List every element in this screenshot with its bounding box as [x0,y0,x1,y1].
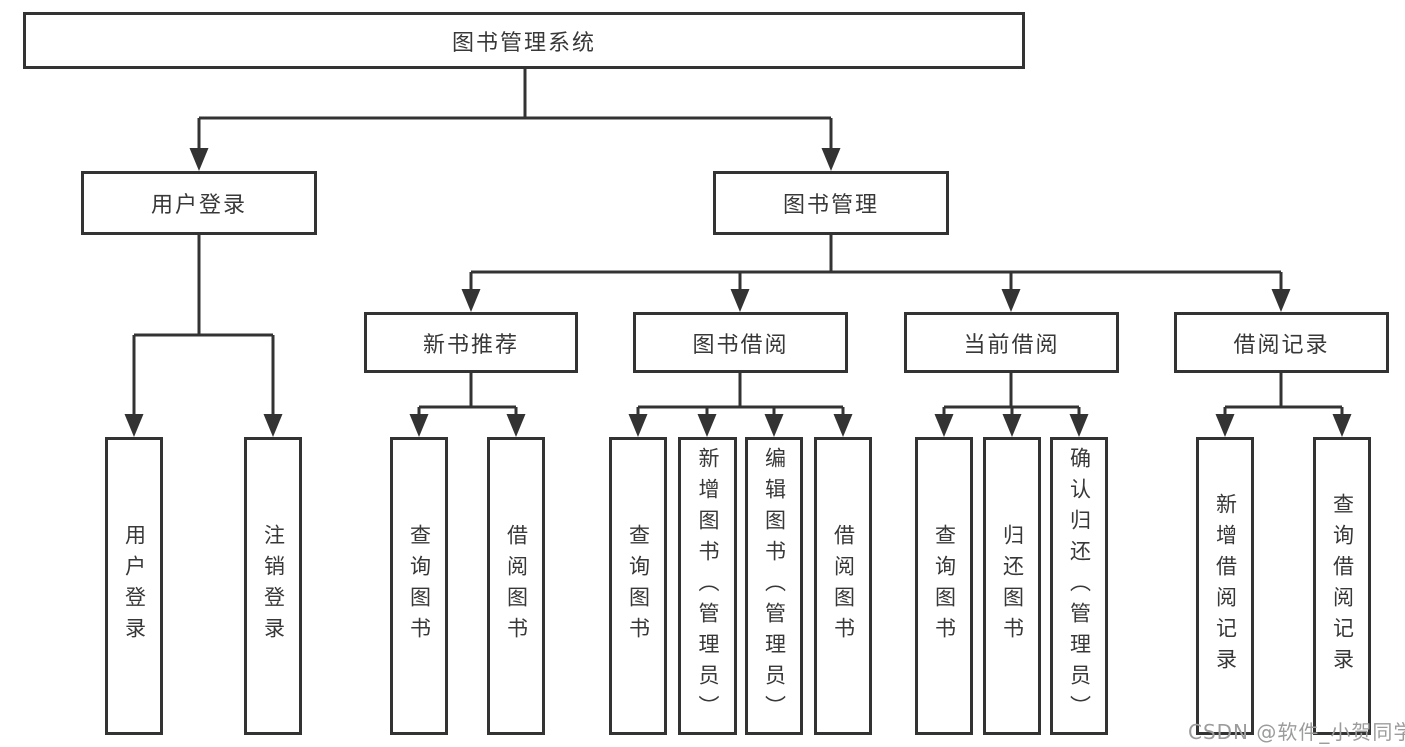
node-current-borrow: 当前借阅 [904,312,1119,373]
leaf-borrow-query-label: 查询图书 [626,524,651,648]
arrowhead-icon [697,414,717,437]
connector-bookborrow-children [628,372,853,437]
node-new-book-recommend-label: 新书推荐 [422,332,519,358]
node-borrow-records: 借阅记录 [1174,312,1389,373]
leaf-records-query: 查询借阅记录 [1313,437,1371,735]
leaf-borrow-book-label: 借阅图书 [831,524,856,648]
leaf-current-return-label: 归还图书 [1000,524,1025,648]
arrowhead-icon [821,148,841,171]
leaf-borrow-add-admin: 新增图书（管理员） [678,437,737,735]
connector-root-children [189,68,841,171]
leaf-current-query-label: 查询图书 [932,524,957,648]
arrowhead-icon [1001,289,1021,312]
node-current-borrow-label: 当前借阅 [963,332,1060,358]
connector-userlogin-children [124,234,283,437]
arrowhead-icon [1271,289,1291,312]
leaf-borrow-edit-admin: 编辑图书（管理员） [745,437,803,735]
arrowhead-icon [263,414,283,437]
leaf-borrow-add-admin-label: 新增图书（管理员） [696,446,720,726]
watermark: CSDN @软件_小贺同学 [1188,720,1405,744]
arrowhead-icon [934,414,954,437]
arrowhead-icon [1332,414,1352,437]
arrowhead-icon [506,414,526,437]
connector-currentborrow-children [934,372,1089,437]
connector-bookmgmt-children [461,234,1291,312]
leaf-borrow-edit-admin-label: 编辑图书（管理员） [762,446,787,726]
leaf-current-query: 查询图书 [915,437,973,735]
leaf-newbook-borrow: 借阅图书 [487,437,545,735]
leaf-borrow-book: 借阅图书 [814,437,872,735]
node-root-label: 图书管理系统 [451,30,596,56]
leaf-records-add: 新增借阅记录 [1196,437,1254,735]
arrowhead-icon [1069,414,1089,437]
connector-records-children [1215,372,1352,437]
arrowhead-icon [189,148,209,171]
arrowhead-icon [124,414,144,437]
leaf-records-query-label: 查询借阅记录 [1330,493,1355,679]
leaf-current-confirm-return-admin-label: 确认归还（管理员） [1067,446,1092,726]
leaf-borrow-query: 查询图书 [609,437,667,735]
leaf-user-login-label: 用户登录 [122,524,147,648]
node-user-login-label: 用户登录 [150,193,247,218]
arrowhead-icon [1215,414,1235,437]
arrowhead-icon [409,414,429,437]
node-book-borrow-label: 图书借阅 [692,332,789,358]
arrowhead-icon [1002,414,1022,437]
leaf-logout-label: 注销登录 [261,524,286,648]
leaf-current-confirm-return-admin: 确认归还（管理员） [1050,437,1108,735]
node-root: 图书管理系统 [23,12,1025,69]
node-new-book-recommend: 新书推荐 [364,312,578,373]
node-borrow-records-label: 借阅记录 [1233,332,1330,358]
leaf-newbook-query-label: 查询图书 [407,524,432,648]
arrowhead-icon [833,414,853,437]
node-book-management-label: 图书管理 [782,193,879,218]
leaf-current-return: 归还图书 [983,437,1041,735]
connector-newbook-children [409,372,526,437]
arrowhead-icon [764,414,784,437]
node-book-management: 图书管理 [713,171,949,235]
leaf-newbook-query: 查询图书 [390,437,448,735]
arrowhead-icon [730,289,750,312]
leaf-newbook-borrow-label: 借阅图书 [504,524,529,648]
leaf-records-add-label: 新增借阅记录 [1213,493,1238,679]
leaf-logout: 注销登录 [244,437,302,735]
node-book-borrow: 图书借阅 [633,312,848,373]
leaf-user-login: 用户登录 [105,437,163,735]
arrowhead-icon [461,289,481,312]
arrowhead-icon [628,414,648,437]
node-user-login: 用户登录 [81,171,317,235]
